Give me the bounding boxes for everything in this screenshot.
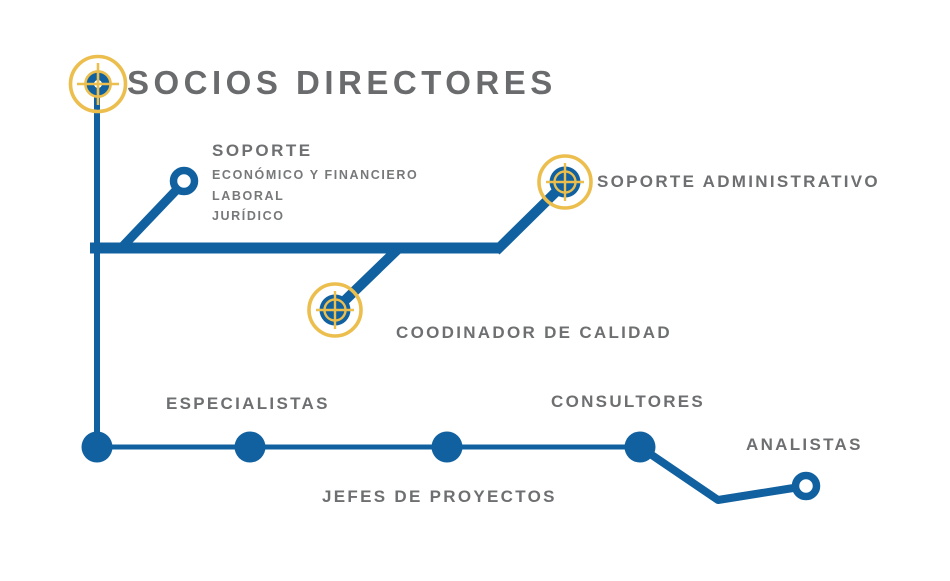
soporte-ring-icon (169, 166, 199, 196)
soporte-sublabel-laboral: LABORAL (212, 188, 285, 203)
station-dots (81, 431, 656, 463)
consultores-station-dot (624, 431, 656, 463)
analistas-label: ANALISTAS (746, 435, 863, 454)
especialistas-label: ESPECIALISTAS (166, 394, 330, 413)
jefes-de-proyectos-label: JEFES DE PROYECTOS (322, 487, 557, 506)
branch-to-soporte-administrativo (492, 179, 569, 255)
branch-to-soporte (119, 178, 188, 250)
soporte-administrativo-label: SOPORTE ADMINISTRATIVO (597, 172, 880, 191)
coodinador-target-icon (307, 282, 363, 338)
branch-to-coodinador (332, 245, 402, 313)
coodinador-de-calidad-label: COODINADOR DE CALIDAD (396, 323, 672, 342)
soporte-administrativo-target-icon (537, 154, 593, 210)
soporte-sublabel-economico: ECONÓMICO Y FINANCIERO (212, 168, 419, 182)
soporte-sublabel-juridico: JURÍDICO (212, 209, 285, 223)
soporte-label: SOPORTE (212, 141, 313, 160)
especialistas-station-dot (234, 431, 266, 463)
socios-directores-label: SOCIOS DIRECTORES (127, 64, 557, 101)
consultores-label: CONSULTORES (551, 392, 706, 411)
junction-station-dot (81, 431, 113, 463)
jefes-de-proyectos-station-dot (431, 431, 463, 463)
soporte-sublabels: ECONÓMICO Y FINANCIERO LABORAL JURÍDICO (212, 165, 418, 227)
socios-directores-target-icon (71, 57, 126, 112)
analistas-ring-icon (791, 471, 821, 501)
connector-lines (90, 86, 807, 504)
branch-to-analistas (637, 443, 807, 504)
